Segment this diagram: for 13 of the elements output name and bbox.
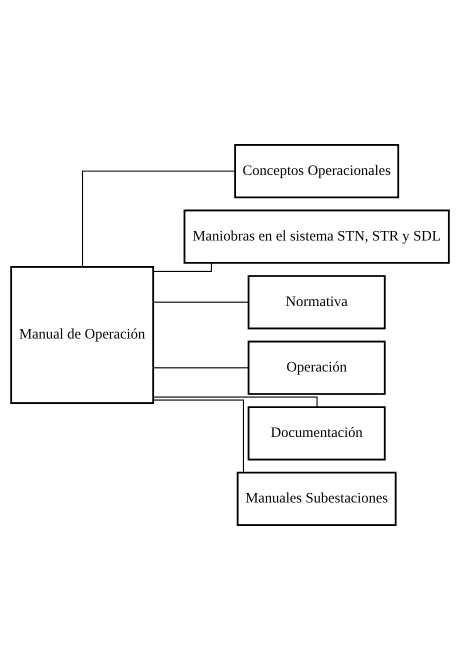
- connector: [153, 263, 212, 272]
- node-box: Normativa: [248, 275, 386, 330]
- node-box: Operación: [248, 340, 386, 395]
- node-box: Documentación: [248, 406, 386, 460]
- connector: [82, 170, 235, 267]
- connector: [153, 400, 244, 472]
- connector: [153, 367, 248, 368]
- node-box: Maniobras en el sistema STN, STR y SDL: [184, 210, 450, 264]
- node-box: Manual de Operación: [10, 266, 154, 404]
- connector: [153, 302, 248, 303]
- node-box: Manuales Subestaciones: [236, 472, 397, 526]
- node-box: Conceptos Operacionales: [234, 144, 400, 198]
- connector: [153, 396, 318, 407]
